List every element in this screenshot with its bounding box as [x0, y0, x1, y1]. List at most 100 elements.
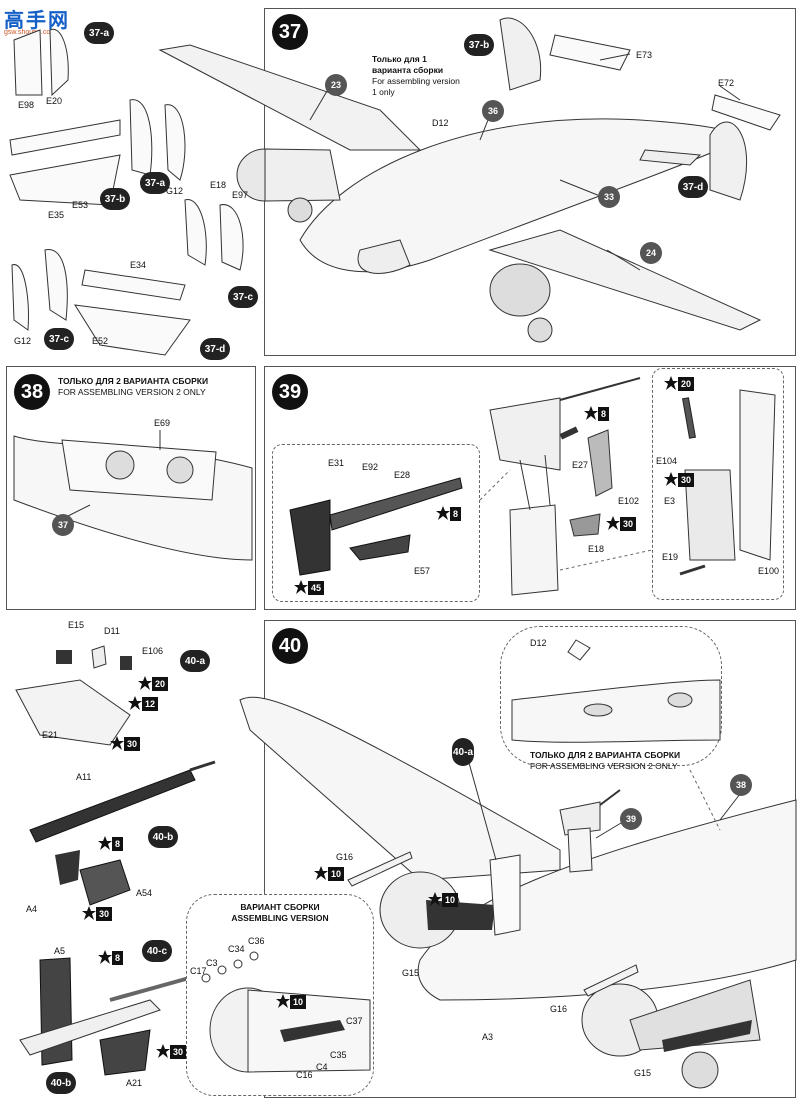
label-c3: C3 [206, 958, 218, 968]
step-40-number: 40 [272, 628, 308, 664]
color-marker-8-a: 8 [584, 406, 610, 422]
step-38-note: ТОЛЬКО ДЛЯ 2 ВАРИАНТА СБОРКИ FOR ASSEMBL… [58, 376, 208, 398]
label-e18: E18 [210, 180, 227, 190]
color-marker-40-10-b: 10 [428, 892, 459, 908]
subref-37c-side: 37-c [228, 286, 258, 308]
label-a5: A5 [54, 946, 66, 956]
color-marker-40b-30: 30 [82, 906, 113, 922]
color-marker-45: 45 [294, 580, 325, 596]
subref-40c-side: 40-c [142, 940, 172, 962]
subref-37d-tail: 37-d [678, 176, 708, 198]
label-e28: E28 [394, 470, 411, 480]
label-c34: C34 [228, 944, 245, 954]
label-a11: A11 [76, 772, 92, 782]
label-e18-39: E18 [588, 544, 605, 554]
label-e19: E19 [662, 552, 679, 562]
color-marker-variant-10: 10 [276, 994, 307, 1010]
step-40-note: ТОЛЬКО ДЛЯ 2 ВАРИАНТА СБОРКИ FOR ASSEMBL… [530, 750, 680, 772]
label-e57: E57 [414, 566, 431, 576]
label-g15-a: G15 [402, 968, 420, 978]
label-d11: D11 [104, 626, 120, 636]
label-e3: E3 [664, 496, 676, 506]
label-a4: A4 [26, 904, 38, 914]
label-e106: E106 [142, 646, 164, 656]
label-c17: C17 [190, 966, 207, 976]
label-e73: E73 [636, 50, 653, 60]
label-e15: E15 [68, 620, 85, 630]
step-37-ref-33: 33 [598, 186, 620, 208]
step-38-note-ru: ТОЛЬКО ДЛЯ 2 ВАРИАНТА СБОРКИ [58, 376, 209, 386]
label-e34: E34 [130, 260, 147, 270]
step-40-note-en: FOR ASSEMBLING VERSION 2 ONLY [530, 761, 678, 771]
label-e100: E100 [758, 566, 780, 576]
step-38-note-en: FOR ASSEMBLING VERSION 2 ONLY [58, 387, 206, 397]
label-a54: A54 [136, 888, 153, 898]
label-e98: E98 [18, 100, 35, 110]
subref-40a-side: 40-a [180, 650, 210, 672]
subref-37b-side: 37-b [100, 188, 130, 210]
label-g12-a: G12 [166, 186, 184, 196]
subref-40b-bottom: 40-b [46, 1072, 76, 1094]
color-marker-20: 20 [664, 376, 695, 392]
label-e104: E104 [656, 456, 678, 466]
label-c36: C36 [248, 936, 265, 946]
step-37-ref-23: 23 [325, 74, 347, 96]
color-marker-40a-30: 30 [110, 736, 141, 752]
step-39-number: 39 [272, 374, 308, 410]
color-marker-40a-12: 12 [128, 696, 159, 712]
label-e21: E21 [42, 730, 59, 740]
step-38-ref-37: 37 [52, 514, 74, 536]
label-g16-b: G16 [550, 1004, 568, 1014]
label-e20: E20 [46, 96, 63, 106]
step-37-number: 37 [272, 14, 308, 50]
variant-title-en: ASSEMBLING VERSION [231, 913, 329, 923]
label-e27: E27 [572, 460, 589, 470]
label-g15-b: G15 [634, 1068, 652, 1078]
label-c35: C35 [330, 1050, 347, 1060]
color-marker-40c-8: 8 [98, 950, 124, 966]
color-marker-40b-8: 8 [98, 836, 124, 852]
subref-37c-bottom: 37-c [44, 328, 74, 350]
step-37-ref-36: 36 [482, 100, 504, 122]
label-e97: E97 [232, 190, 249, 200]
label-e31: E31 [328, 458, 345, 468]
color-marker-40a-20: 20 [138, 676, 169, 692]
variant-title-ru: ВАРИАНТ СБОРКИ [240, 902, 320, 912]
label-e72: E72 [718, 78, 735, 88]
label-d12: D12 [432, 118, 449, 128]
label-c16: C16 [296, 1070, 313, 1080]
label-c37: C37 [346, 1016, 363, 1026]
step-37-ref-24: 24 [640, 242, 662, 264]
step-40-ref-39: 39 [620, 808, 642, 830]
subref-37b-fuselage: 37-b [464, 34, 494, 56]
label-e53: E53 [72, 200, 89, 210]
subref-40b-side: 40-b [148, 826, 178, 848]
color-marker-40c-30: 30 [156, 1044, 187, 1060]
label-e102: E102 [618, 496, 640, 506]
label-e69: E69 [154, 418, 171, 428]
color-marker-8-b: 8 [436, 506, 462, 522]
label-e52: E52 [92, 336, 109, 346]
color-marker-40-10-a: 10 [314, 866, 345, 882]
step-40-note-ru: ТОЛЬКО ДЛЯ 2 ВАРИАНТА СБОРКИ [530, 750, 681, 760]
site-logo: 高手网 gsw.shoupu.com [4, 4, 74, 36]
step-37-note-ru: Только для 1 варианта сборки [372, 54, 444, 75]
step-38-number: 38 [14, 374, 50, 410]
label-a21: A21 [126, 1078, 143, 1088]
step-37-note-en: For assembling version 1 only [372, 76, 460, 97]
subref-37d-side: 37-d [200, 338, 230, 360]
step-40-variant-title: ВАРИАНТ СБОРКИ ASSEMBLING VERSION [218, 902, 342, 924]
step-40-ref-38: 38 [730, 774, 752, 796]
subref-37a-top: 37-a [84, 22, 114, 44]
label-g12-b: G12 [14, 336, 32, 346]
label-e35: E35 [48, 210, 65, 220]
label-e92: E92 [362, 462, 379, 472]
label-a3: A3 [482, 1032, 494, 1042]
step-37-note: Только для 1 варианта сборки For assembl… [372, 54, 462, 98]
subref-40a-main: 40-a [452, 738, 474, 766]
logo-url: gsw.shoupu.com [4, 29, 57, 36]
